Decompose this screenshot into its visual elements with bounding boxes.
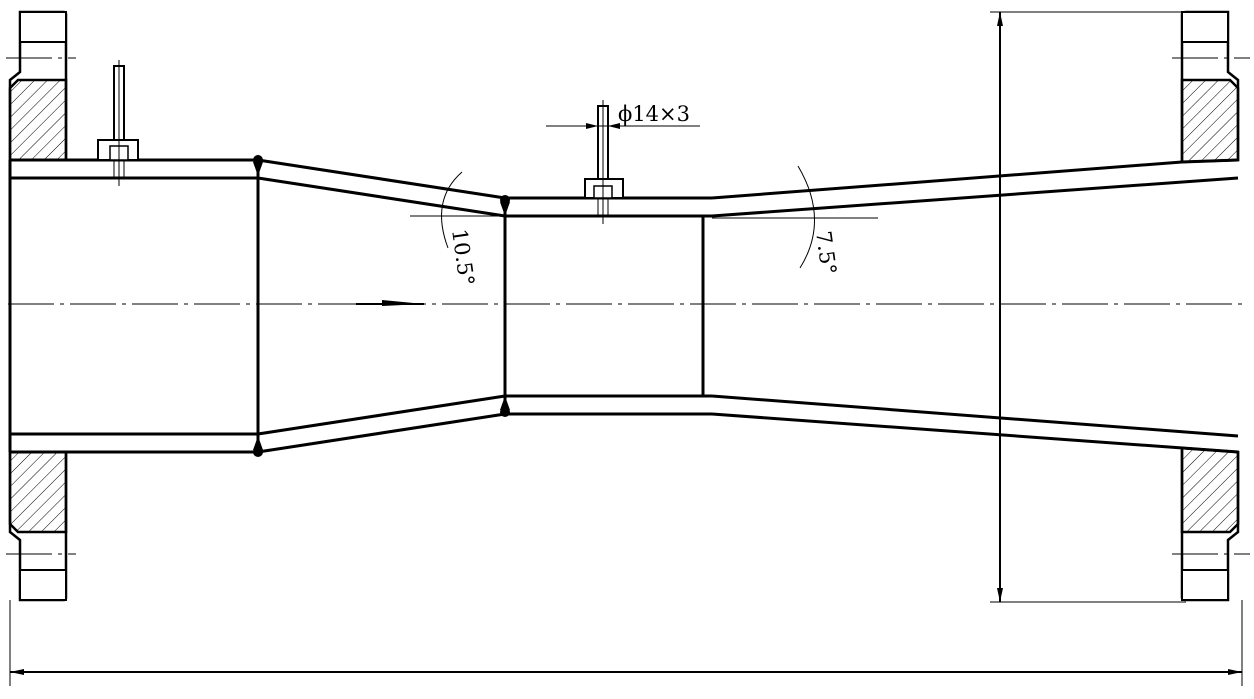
flange-diameter-dimension: [990, 11, 1186, 603]
pressure-tap-throat: [584, 100, 624, 224]
convergent-angle-label: 10.5°: [447, 227, 479, 287]
tap-size-label: ϕ14×3: [618, 102, 690, 126]
tube-body: [8, 158, 1239, 454]
overall-length-dimension: [9, 600, 1243, 686]
divergent-angle-label: 7.5°: [811, 229, 841, 276]
tap-size-dimension: [546, 123, 700, 129]
weld-markers: [253, 155, 510, 457]
left-flange: [8, 10, 68, 602]
flow-direction-arrow: [356, 300, 424, 306]
convergent-angle-dimension: [410, 171, 505, 249]
right-flange: [1180, 10, 1240, 602]
pressure-tap-inlet: [97, 60, 139, 186]
divergent-angle-dimension: [712, 165, 878, 269]
